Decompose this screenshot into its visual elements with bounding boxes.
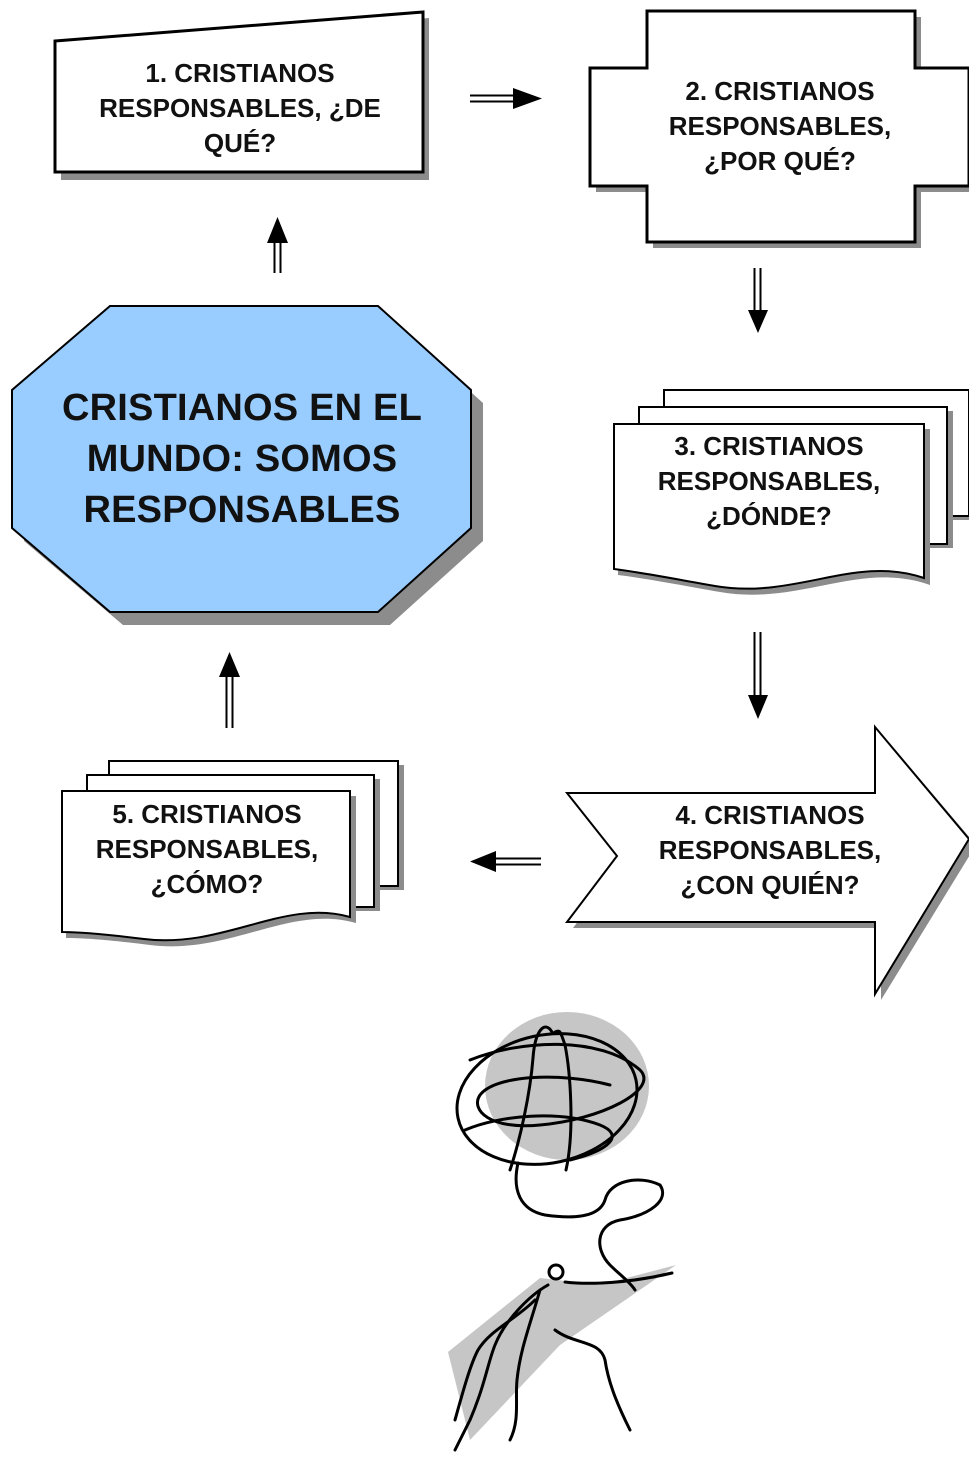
arrow-step5-to-center: [219, 652, 240, 728]
step-3-shape: [613, 389, 969, 595]
step-4-shape: [564, 724, 969, 1000]
step-4-line-2: RESPONSABLES,: [658, 835, 882, 865]
step-2-shape: [588, 9, 969, 248]
center-title-line-1: CRISTIANOS EN EL: [61, 387, 422, 429]
arrow-center-to-step1: [267, 217, 288, 273]
step-4-line-1: 4. CRISTIANOS: [675, 800, 865, 830]
step-2-line-2: RESPONSABLES,: [668, 111, 892, 141]
center-title-line-3: RESPONSABLES: [83, 489, 401, 531]
step-3-label: 3. CRISTIANOS RESPONSABLES, ¿DÓNDE?: [624, 429, 914, 534]
step-5-shape: [61, 760, 404, 947]
step-2-label: 2. CRISTIANOS RESPONSABLES, ¿POR QUÉ?: [630, 74, 930, 179]
step-2-line-1: 2. CRISTIANOS: [685, 76, 875, 106]
step-2-line-3: ¿POR QUÉ?: [704, 146, 856, 176]
step-1-shape: [53, 10, 429, 180]
arrow-step4-to-step5: [470, 851, 541, 872]
step-1-line-3: QUÉ?: [203, 128, 277, 158]
figure-carrying-globe-icon: [448, 1012, 676, 1452]
step-5-label: 5. CRISTIANOS RESPONSABLES, ¿CÓMO?: [62, 797, 352, 902]
step-3-line-3: ¿DÓNDE?: [706, 501, 832, 531]
step-5-line-1: 5. CRISTIANOS: [112, 799, 302, 829]
step-4-label: 4. CRISTIANOS RESPONSABLES, ¿CON QUIÉN?: [625, 798, 915, 903]
arrow-step2-to-step3: [748, 268, 768, 333]
step-1-line-2: RESPONSABLES, ¿DE: [99, 93, 381, 123]
center-title-line-2: MUNDO: SOMOS: [86, 438, 398, 480]
step-3-line-1: 3. CRISTIANOS: [674, 431, 864, 461]
step-5-line-3: ¿CÓMO?: [150, 869, 264, 899]
step-5-line-2: RESPONSABLES,: [95, 834, 319, 864]
arrow-step3-to-step4: [748, 632, 768, 719]
center-title: CRISTIANOS EN EL MUNDO: SOMOS RESPONSABL…: [22, 383, 462, 536]
arrow-step1-to-step2: [470, 88, 542, 109]
step-1-line-1: 1. CRISTIANOS: [145, 58, 335, 88]
step-4-line-3: ¿CON QUIÉN?: [680, 870, 860, 900]
step-3-line-2: RESPONSABLES,: [657, 466, 881, 496]
center-octagon-shape: [11, 305, 483, 625]
step-1-label: 1. CRISTIANOS RESPONSABLES, ¿DE QUÉ?: [70, 56, 410, 161]
